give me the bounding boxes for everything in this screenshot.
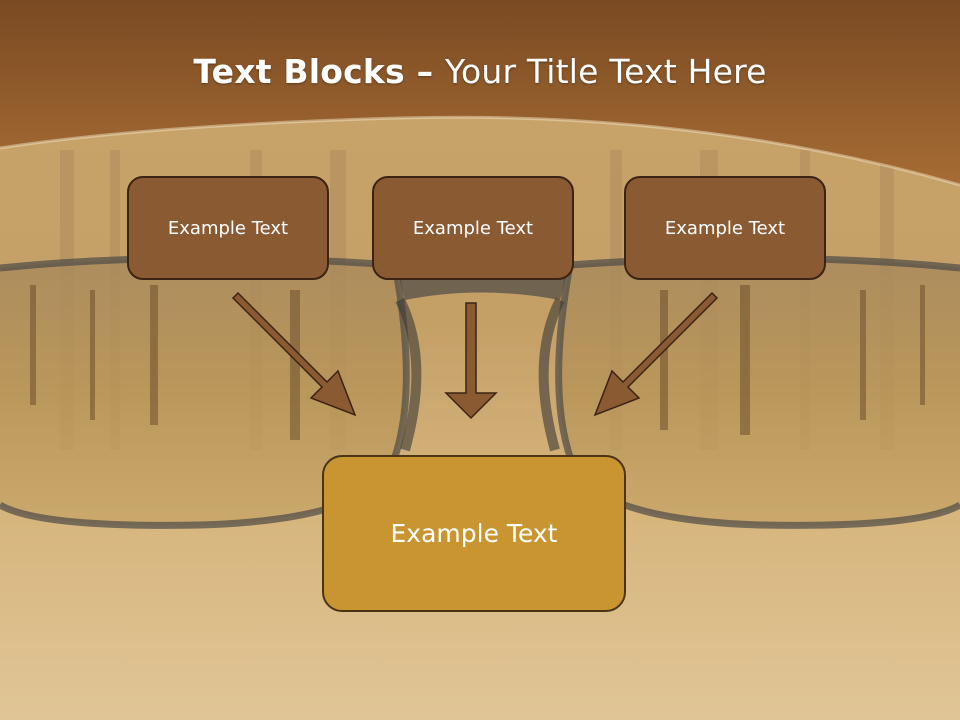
text-block-label: Example Text (167, 217, 289, 239)
title-rest: Your Title Text Here (444, 52, 767, 91)
page-title: Text Blocks – Your Title Text Here (0, 52, 960, 91)
text-block-top-middle[interactable]: Example Text (372, 176, 574, 280)
text-block-label: Example Text (664, 217, 786, 239)
text-block-label: Example Text (412, 217, 534, 239)
title-bold: Text Blocks (193, 52, 405, 91)
text-block-main[interactable]: Example Text (322, 455, 626, 612)
text-block-main-label: Example Text (390, 519, 558, 548)
title-separator: – (404, 52, 445, 91)
text-block-top-left[interactable]: Example Text (127, 176, 329, 280)
text-block-top-right[interactable]: Example Text (624, 176, 826, 280)
